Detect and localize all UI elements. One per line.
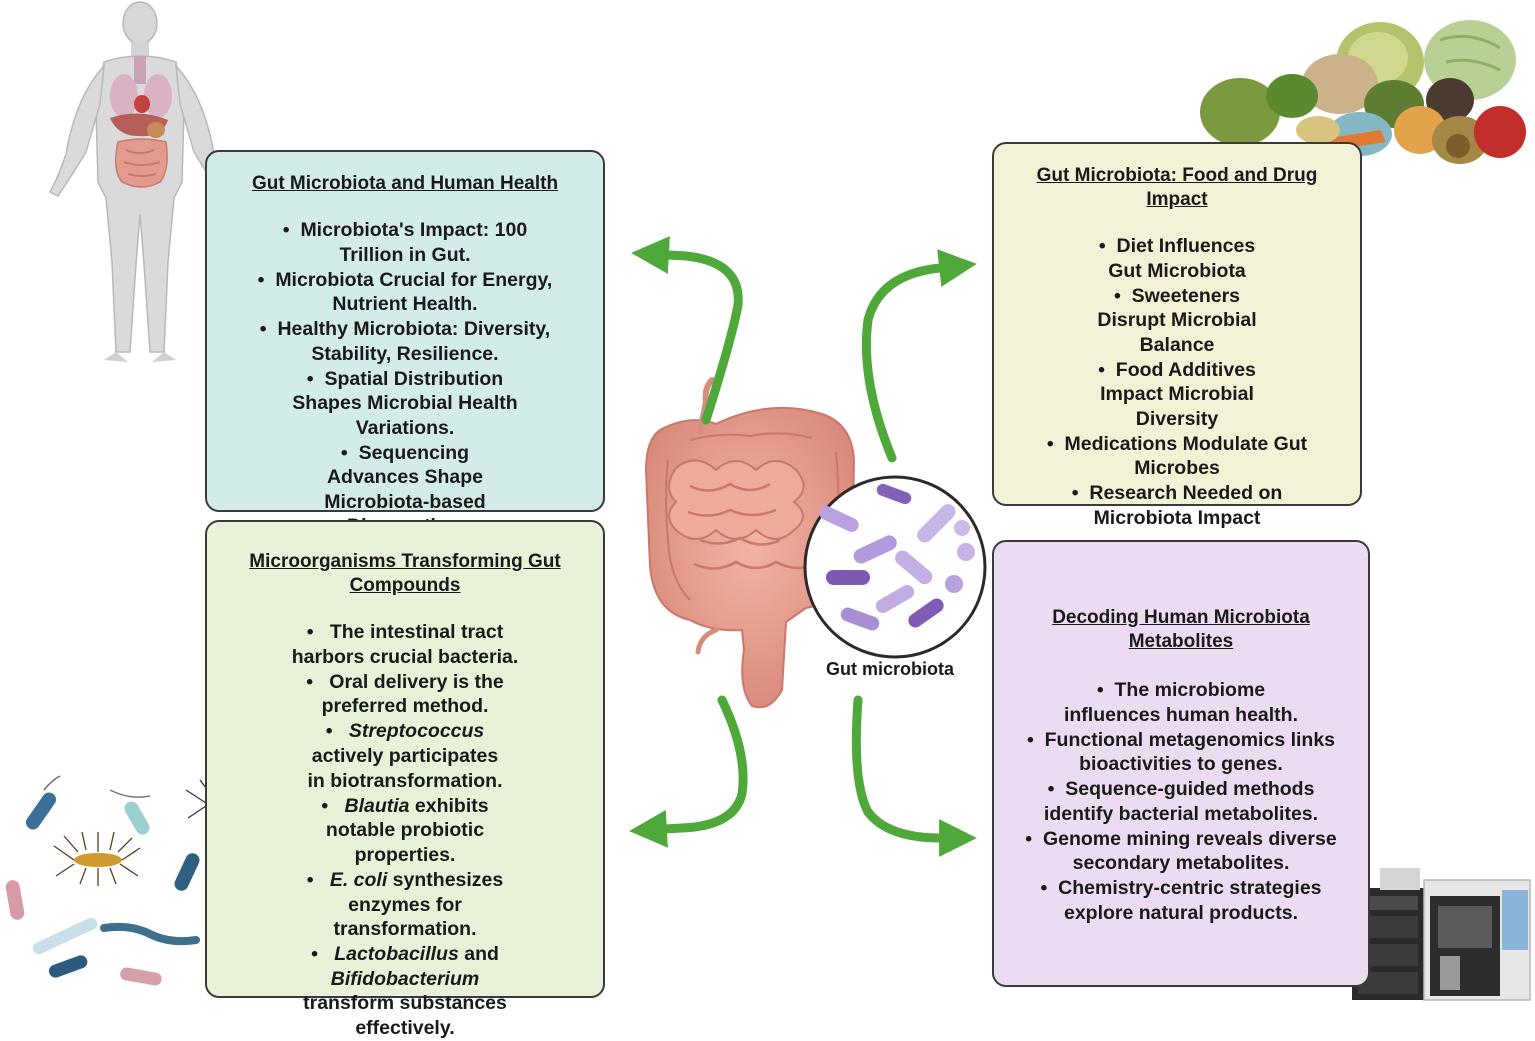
genus-name: Streptococcus xyxy=(348,720,485,743)
gut-microbiota-label: Gut microbiota xyxy=(826,659,955,679)
lab-instrument-icon xyxy=(1352,868,1531,1001)
list-item: Genome mining reveals diverse secondary … xyxy=(1012,827,1350,876)
item-text: transform substances effectively. xyxy=(303,992,507,1039)
bullet-list: Microbiota's Impact: 100 Trillion in Gut… xyxy=(225,218,585,539)
panel-title: Decoding Human Microbiota Metabolites xyxy=(1052,607,1310,652)
arrow-to-transform xyxy=(629,695,748,848)
bullet-list: Diet Influences Gut Microbiota Sweetener… xyxy=(1012,234,1342,530)
item-text: synthesizes enzymes for transformation. xyxy=(333,868,504,941)
panel-decoding-metabolites: Decoding Human Microbiota Metabolites Th… xyxy=(992,540,1370,987)
genus-name: Blautia xyxy=(344,794,410,817)
genus-name: Bifidobacterium xyxy=(330,967,480,990)
list-item: Food Additives Impact Microbial Diversit… xyxy=(1012,358,1342,432)
bullet-list: The microbiome influences human health. … xyxy=(1012,678,1350,925)
list-item: Medications Modulate Gut Microbes xyxy=(1012,432,1342,481)
list-item: Sweeteners Disrupt Microbial Balance xyxy=(1012,284,1342,358)
panel-transforming-compounds: Microorganisms Transforming Gut Compound… xyxy=(205,520,605,1039)
panel-human-health: Gut Microbiota and Human Health Microbio… xyxy=(205,150,605,537)
list-item: Chemistry-centric strategies explore nat… xyxy=(1012,876,1350,925)
list-item: Lactobacillus and Bifidobacterium transf… xyxy=(225,942,585,1040)
list-item: The microbiome influences human health. xyxy=(1012,678,1350,727)
panel-title: Gut Microbiota and Human Health xyxy=(251,173,559,194)
list-item: Functional metagenomics links bioactivit… xyxy=(1012,728,1350,777)
list-item: Spatial Distribution Shapes Microbial He… xyxy=(225,367,585,441)
arrow-to-food xyxy=(861,249,977,463)
list-item: Healthy Microbiota: Diversity, Stability… xyxy=(225,317,585,366)
list-item: E. coli synthesizes enzymes for transfor… xyxy=(225,868,585,942)
list-item: Microbiota's Impact: 100 Trillion in Gut… xyxy=(225,218,585,267)
human-body-icon xyxy=(48,1,232,362)
item-text: actively participates in biotransformati… xyxy=(307,744,503,792)
item-text: exhibits notable probiotic properties. xyxy=(325,794,489,866)
genus-name: E. coli xyxy=(329,868,388,891)
panel-title: Microorganisms Transforming Gut Compound… xyxy=(249,551,561,596)
item-text: and xyxy=(458,943,499,966)
panel-food-drug-impact: Gut Microbiota: Food and Drug Impact Die… xyxy=(992,142,1362,529)
food-icon xyxy=(1200,20,1526,166)
bullet-list: The intestinal tract harbors crucial bac… xyxy=(225,620,585,1041)
list-item: Oral delivery is the preferred method. xyxy=(225,670,585,719)
item-text: Oral delivery is the preferred method. xyxy=(321,670,504,718)
arrow-to-decode xyxy=(851,695,977,857)
list-item: Microbiota Crucial for Energy, Nutrient … xyxy=(225,268,585,317)
panel-title: Gut Microbiota: Food and Drug Impact xyxy=(1036,165,1318,210)
item-text: The intestinal tract harbors crucial bac… xyxy=(291,621,519,668)
arrow-icon xyxy=(629,236,977,857)
list-item: Streptococcus actively participates in b… xyxy=(225,719,585,793)
arrow-to-health xyxy=(631,236,743,425)
list-item: The intestinal tract harbors crucial bac… xyxy=(225,620,585,669)
list-item: Blautia exhibits notable probiotic prope… xyxy=(225,794,585,868)
list-item: Diet Influences Gut Microbiota xyxy=(1012,234,1342,283)
microbe-circle-icon xyxy=(803,475,987,659)
intestine-icon xyxy=(644,377,856,709)
genus-name: Lactobacillus xyxy=(334,943,459,966)
illustration-layer xyxy=(5,1,1531,1001)
list-item: Sequence-guided methods identify bacteri… xyxy=(1012,777,1350,826)
list-item: Research Needed on Microbiota Impact xyxy=(1012,481,1342,530)
